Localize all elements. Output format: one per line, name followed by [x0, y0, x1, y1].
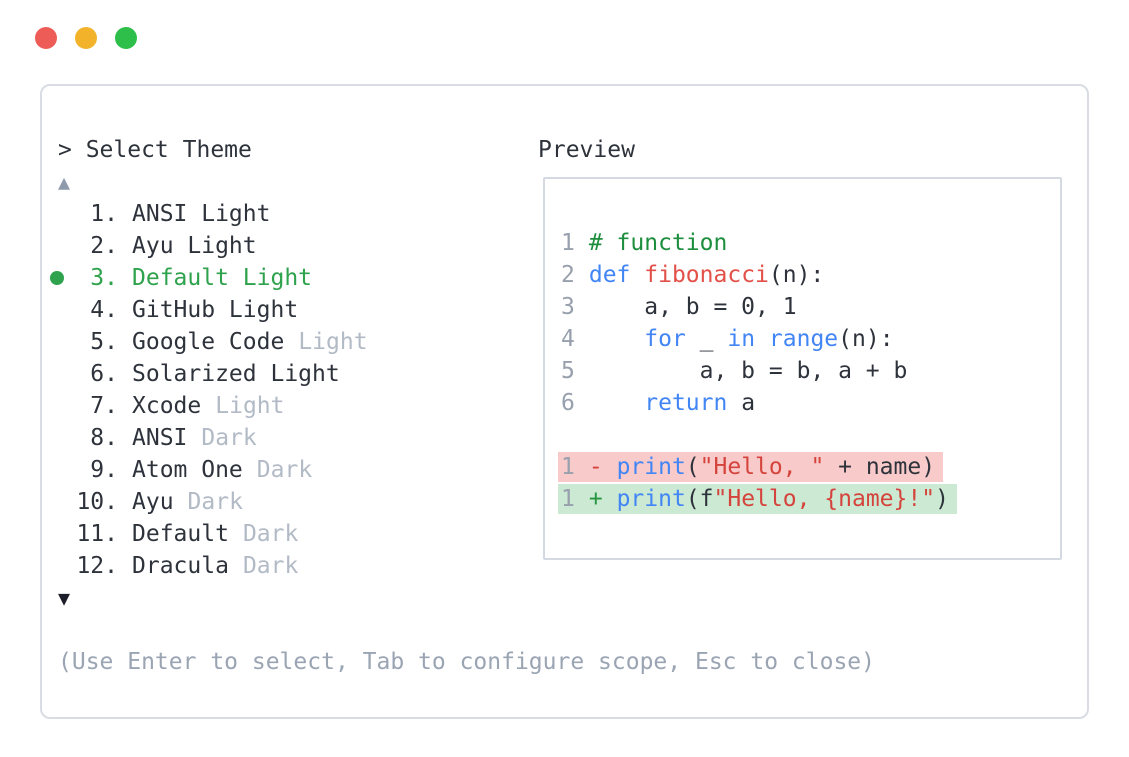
theme-variant: Dark: [256, 457, 313, 483]
selector-column: > Select Theme ▲ 1. ANSI Light 2. Ayu Light…: [42, 134, 1087, 614]
theme-variant: Dark: [201, 425, 257, 451]
theme-name: Ayu: [132, 489, 174, 515]
traffic-lights: [35, 27, 137, 49]
selected-dot-icon: [42, 271, 72, 285]
theme-option[interactable]: 8. ANSI Dark: [42, 422, 1087, 454]
theme-variant: Light: [215, 393, 285, 419]
preview-label: Preview: [538, 137, 635, 163]
theme-name: Solarized Light: [132, 361, 340, 387]
theme-number: 2.: [90, 233, 118, 259]
line-number: 4: [561, 326, 575, 352]
minimize-button[interactable]: [75, 27, 97, 49]
theme-variant: Dark: [242, 521, 299, 547]
theme-name: Ayu Light: [132, 233, 257, 259]
close-button[interactable]: [35, 27, 57, 49]
scroll-up-icon[interactable]: ▲: [58, 170, 71, 194]
theme-number: 11.: [76, 521, 118, 547]
theme-name: Default: [132, 521, 229, 547]
code-line: 3 a, b = 0, 1: [561, 294, 797, 320]
theme-number: 4.: [90, 297, 118, 323]
code-line-removed: 1- print("Hello, " + name): [558, 451, 1060, 483]
theme-list: 1. ANSI Light 2. Ayu Light 3. Default Light 4.…: [42, 198, 1087, 582]
theme-number: 6.: [90, 361, 118, 387]
help-text: (Use Enter to select, Tab to configure s…: [58, 649, 875, 675]
theme-option[interactable]: 1. ANSI Light: [42, 198, 1087, 230]
theme-name: Google Code: [132, 329, 285, 355]
theme-name: Default Light: [132, 265, 313, 291]
theme-selector-panel: > Select Theme ▲ 1. ANSI Light 2. Ayu Light…: [40, 84, 1089, 719]
theme-option[interactable]: 9. Atom One Dark: [42, 454, 1087, 486]
zoom-button[interactable]: [115, 27, 137, 49]
theme-option[interactable]: 3. Default Light: [42, 262, 1087, 294]
prompt: > Select Theme: [58, 137, 252, 163]
theme-number: 7.: [90, 393, 118, 419]
theme-name: ANSI: [132, 425, 188, 451]
theme-option[interactable]: 10. Ayu Dark: [42, 486, 1087, 518]
theme-name: Xcode: [132, 393, 202, 419]
code-line: 5 a, b = b, a + b: [561, 358, 908, 384]
theme-variant: Dark: [242, 553, 299, 579]
theme-option[interactable]: 5. Google Code Light: [42, 326, 1087, 358]
line-number: 1: [561, 454, 575, 480]
theme-name: Dracula: [132, 553, 229, 579]
code-line: [561, 419, 1060, 451]
theme-variant: Dark: [187, 489, 243, 515]
code-line-added: 1+ print(f"Hello, {name}!"): [558, 483, 1060, 515]
line-number: 2: [561, 262, 575, 288]
theme-variant: Light: [298, 329, 368, 355]
theme-number: 9.: [90, 457, 118, 483]
theme-number: 5.: [90, 329, 118, 355]
code-line: 4 for _ in range(n):: [561, 326, 894, 352]
line-number: 3: [561, 294, 575, 320]
theme-name: ANSI Light: [132, 201, 271, 227]
code-line: 6 return a: [561, 390, 756, 416]
theme-name: Atom One: [132, 457, 243, 483]
line-number: 1: [561, 230, 575, 256]
code-line: 1# function: [561, 230, 728, 256]
theme-option[interactable]: 6. Solarized Light: [42, 358, 1087, 390]
theme-number: 1.: [90, 201, 118, 227]
theme-number: 12.: [76, 553, 118, 579]
theme-option[interactable]: 12. Dracula Dark: [42, 550, 1087, 582]
line-number: 1: [561, 486, 575, 512]
scroll-down-icon[interactable]: ▼: [58, 586, 71, 610]
theme-option[interactable]: 4. GitHub Light: [42, 294, 1087, 326]
theme-option[interactable]: 2. Ayu Light: [42, 230, 1087, 262]
theme-option[interactable]: 11. Default Dark: [42, 518, 1087, 550]
theme-number: 3.: [90, 265, 118, 291]
line-number: 5: [561, 358, 575, 384]
line-number: 6: [561, 390, 575, 416]
theme-number: 10.: [76, 489, 118, 515]
theme-name: GitHub Light: [132, 297, 299, 323]
theme-option[interactable]: 7. Xcode Light: [42, 390, 1087, 422]
theme-number: 8.: [90, 425, 118, 451]
